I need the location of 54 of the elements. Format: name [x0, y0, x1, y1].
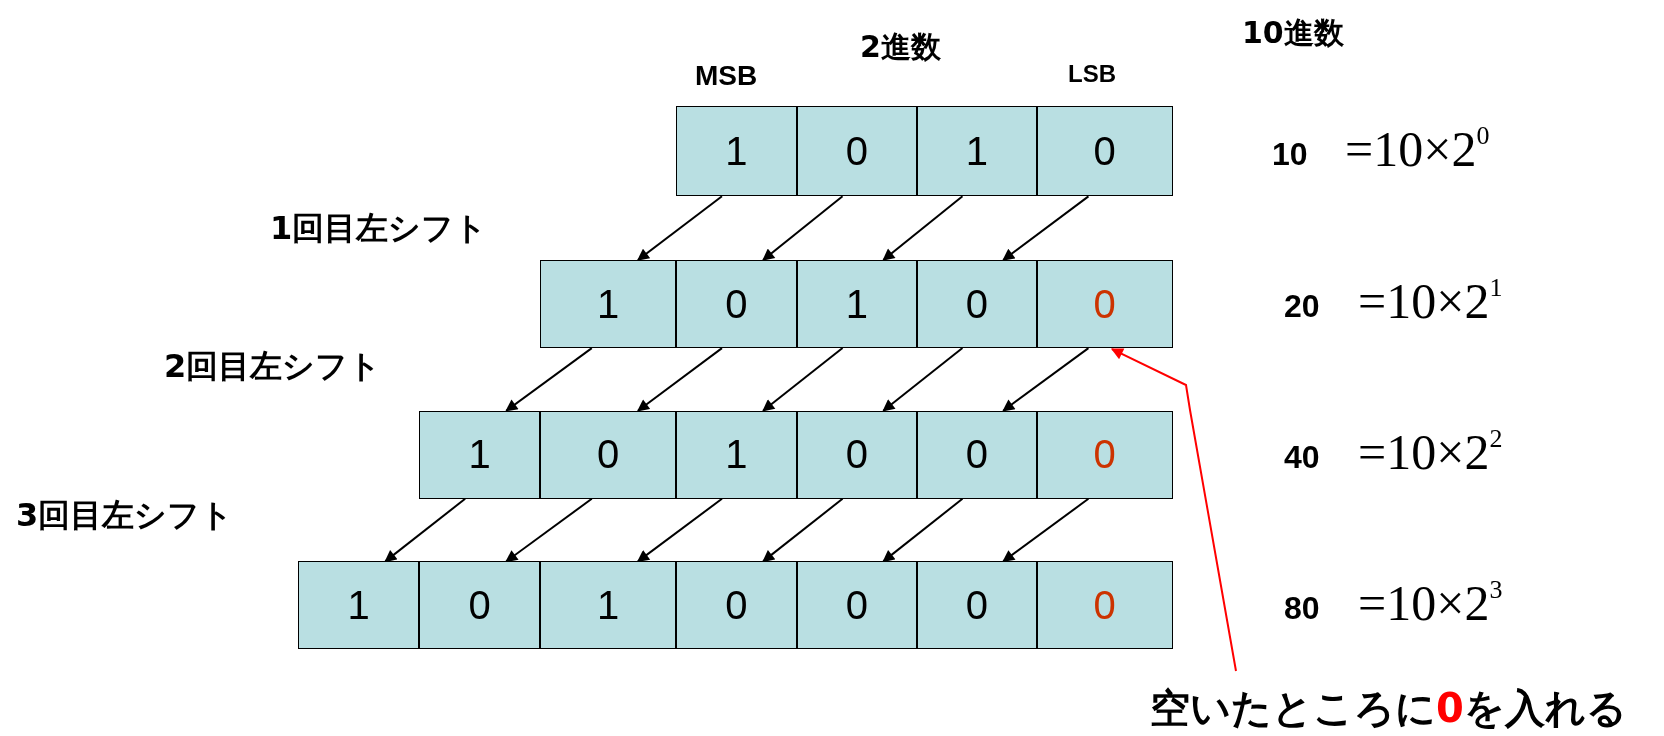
formula: =10×2$^{2}$: [1358, 427, 1503, 477]
bit-cell: 1: [540, 260, 676, 349]
arrow: [636, 497, 723, 563]
bit-cell: 0: [796, 410, 917, 499]
bit-cell: 0: [796, 106, 917, 197]
arrow: [636, 195, 723, 261]
bit-cell: 0: [916, 260, 1037, 349]
column-heading: 2進数: [860, 32, 941, 62]
bit-cell: 0: [916, 561, 1037, 650]
note-text: 空いたところに0を入れる: [1150, 688, 1627, 728]
formula: =10×2$^{1}$: [1358, 276, 1503, 326]
bit-cell: 1: [676, 106, 797, 197]
arrow: [505, 497, 593, 563]
bit-cell: 1: [916, 106, 1037, 197]
formula: =10×2$^{3}$: [1358, 578, 1503, 628]
arrow: [882, 347, 964, 412]
arrow: [1110, 348, 1237, 672]
arrow: [636, 347, 723, 412]
arrow: [762, 347, 844, 412]
arrow: [1002, 497, 1090, 563]
bit-cell: 1: [796, 260, 917, 349]
bit-cell: 1: [419, 410, 541, 499]
bit-cell: 1: [540, 561, 676, 650]
bit-cell: 0: [1036, 410, 1173, 499]
shift-label: 2回目左シフト: [164, 350, 382, 382]
arrow: [384, 497, 467, 563]
column-heading: LSB: [1068, 62, 1116, 86]
bit-cell: 1: [298, 561, 420, 650]
decimal-value: 20: [1284, 290, 1320, 322]
bit-cell: 0: [1036, 106, 1173, 197]
bit-cell: 0: [676, 260, 797, 349]
bit-cell: 0: [1036, 260, 1173, 349]
shift-label: 3回目左シフト: [16, 499, 234, 531]
bit-cell: 0: [419, 561, 541, 650]
bit-cell: 1: [676, 410, 797, 499]
arrow: [505, 347, 593, 412]
bit-cell: 0: [796, 561, 917, 650]
bit-cell: 0: [540, 410, 676, 499]
formula: =10×2$^{0}$: [1345, 124, 1490, 174]
arrow: [1002, 347, 1090, 412]
bit-cell: 0: [676, 561, 797, 650]
arrow: [762, 497, 844, 563]
bit-cell: 0: [916, 410, 1037, 499]
decimal-value: 80: [1284, 592, 1320, 624]
bit-cell: 0: [1036, 561, 1173, 650]
arrow: [1002, 195, 1090, 261]
arrow: [882, 497, 964, 563]
column-heading: 10進数: [1242, 18, 1344, 48]
shift-label: 1回目左シフト: [270, 212, 488, 244]
column-heading: MSB: [695, 62, 758, 90]
arrow: [882, 195, 964, 261]
decimal-value: 40: [1284, 441, 1320, 473]
arrow: [762, 195, 844, 261]
decimal-value: 10: [1272, 138, 1308, 170]
